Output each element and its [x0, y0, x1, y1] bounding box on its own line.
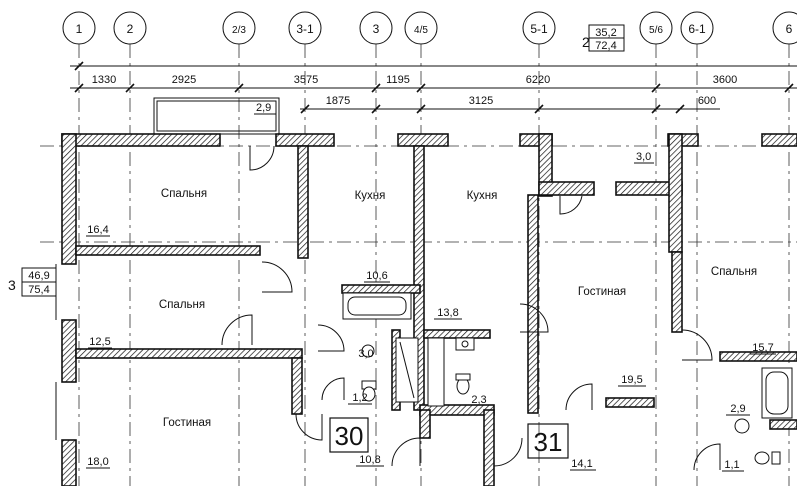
axis-label: 5-1: [530, 22, 548, 36]
badge-living-area: 35,2: [595, 27, 616, 39]
dimension-label: 1875: [326, 95, 350, 107]
apartment-badge-top: 2 35,2 72,4: [582, 24, 625, 52]
axis-label: 1: [76, 22, 83, 36]
axis-bubble-1: 1: [62, 11, 96, 45]
apartment-number-30: 30: [329, 417, 369, 453]
room-area: 18,0: [87, 456, 108, 468]
room-name: Гостиная: [163, 417, 211, 429]
sink: [361, 344, 375, 358]
axis-bubble-4-5: 4/5: [404, 11, 438, 45]
sink: [734, 418, 750, 434]
room-area: 13,8: [437, 307, 458, 319]
room-area: 19,5: [621, 374, 642, 386]
area-label: 14,1: [571, 458, 592, 470]
dimension-label: 3125: [469, 95, 493, 107]
room-area: 12,5: [89, 336, 110, 348]
dimension-label: 1330: [92, 74, 116, 86]
axis-label: 4/5: [414, 25, 428, 36]
dimension-label: 2925: [172, 74, 196, 86]
axis-bubble-6-1: 6-1: [680, 11, 714, 45]
axis-bubble-5-6: 5/6: [639, 11, 673, 45]
doors: [221, 145, 721, 471]
apartment-number-31: 31: [527, 423, 569, 459]
badge-total-area: 75,4: [28, 284, 49, 296]
bathroom-fixtures: [342, 292, 793, 465]
dimension-label: 6220: [526, 74, 550, 86]
walls: 3,0: [55, 133, 797, 486]
room-name: Спальня: [711, 266, 757, 278]
room-area: 10,6: [366, 270, 387, 282]
axis-bubble-2-3: 2/3: [222, 11, 256, 45]
area-label: 1,1: [724, 459, 739, 471]
axis-label: 5/6: [649, 25, 663, 36]
axis-bubble-6: 6: [772, 11, 797, 45]
badge-rooms: 2: [582, 34, 590, 50]
area-label: 2,9: [256, 102, 271, 114]
apartment-badge-left: 3 46,9 75,4: [8, 267, 57, 297]
room-name: Кухня: [467, 190, 498, 202]
axis-label: 3-1: [296, 22, 314, 36]
axis-bubble-3: 3: [359, 11, 393, 45]
dimension-chain-top: 1330 2925 3575 1195 6220 3600: [70, 61, 797, 93]
room-name: Гостиная: [578, 286, 626, 298]
apartment-number-label: 30: [335, 421, 364, 451]
area-label: 10,8: [359, 454, 380, 466]
axis-label: 6-1: [688, 22, 706, 36]
shower: [427, 337, 445, 407]
axis-label: 2/3: [232, 25, 246, 36]
area-label: 2,9: [730, 403, 745, 415]
room-name: Спальня: [159, 299, 205, 311]
room-area: 16,4: [87, 224, 108, 236]
axis-label: 6: [786, 22, 793, 36]
axis-bubble-2: 2: [113, 11, 147, 45]
axis-bubble-3-1: 3-1: [288, 11, 322, 45]
dimension-label: 1195: [386, 74, 410, 86]
room-area: 15,7: [752, 342, 773, 354]
toilet: [754, 451, 770, 465]
dimension-label: 3600: [713, 74, 737, 86]
room-name: Спальня: [161, 188, 207, 200]
dimension-label: 3575: [294, 74, 318, 86]
badge-living-area: 46,9: [28, 270, 49, 282]
utility-area-labels: 3,0 1,2 2,3 10,8 14,1 2,9 1,1: [348, 348, 750, 472]
room-labels: Спальня 16,4 Кухня 10,6 Кухня 13,8 Спаль…: [86, 188, 776, 469]
axis-bubble-5-1: 5-1: [522, 11, 556, 45]
area-label: 3,0: [636, 151, 651, 163]
apartment-number-label: 31: [534, 427, 563, 457]
room-name: Кухня: [355, 190, 386, 202]
dimension-label: 600: [698, 95, 716, 107]
axis-bubbles: 1 2 2/3 3-1 3 4/5 5-1 5/6: [62, 11, 797, 45]
axis-label: 3: [373, 22, 380, 36]
badge-rooms: 3: [8, 277, 16, 293]
area-label: 3,0: [358, 348, 373, 360]
area-label: 2,3: [471, 394, 486, 406]
dimension-chain-second: 1875 3125 600: [300, 95, 720, 114]
badge-total-area: 72,4: [595, 40, 616, 52]
axis-label: 2: [127, 22, 134, 36]
balcony-top: 2,9: [153, 97, 280, 135]
area-label: 1,2: [352, 392, 367, 404]
